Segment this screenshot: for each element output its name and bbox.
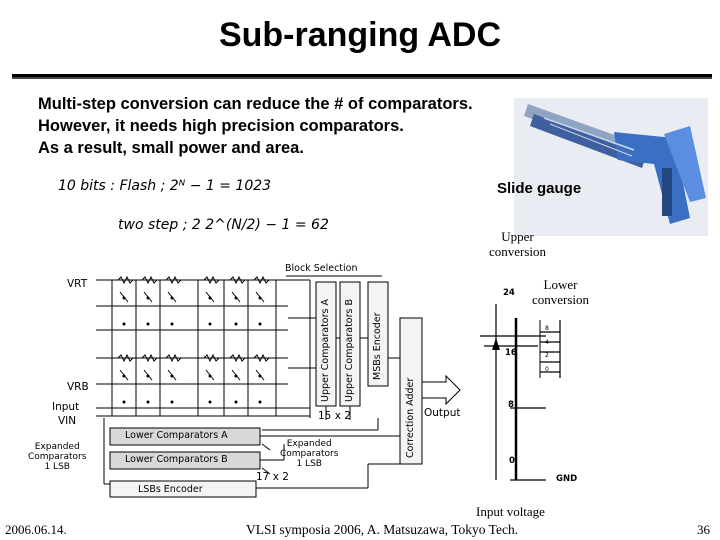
level-8: 8 [508,400,514,410]
block-selection-label: Block Selection [285,263,358,274]
input-voltage-label: Input voltage [476,504,545,519]
upper-comparators-a-label: Upper Comparators A [320,299,331,402]
upper-count-label: 15 x 2 [318,410,351,422]
level-16: 16 [505,348,517,358]
vrb-label: VRB [67,381,89,393]
output-label: Output [424,407,461,419]
two-step-equation: two step ; 2 2^(N/2) − 1 = 62 [118,217,329,233]
bullet-line-1: Multi-step conversion can reduce the # o… [38,95,473,113]
footer-venue: VLSI symposia 2006, A. Matsuzawa, Tokyo … [246,522,519,537]
title-divider [12,74,712,77]
vin-label: VIN [58,415,77,427]
photo-caption: Slide gauge [497,180,582,197]
level-24: 24 [503,288,515,298]
fine-tick-4: 4 [545,339,549,346]
upper-comparators-b-label: Upper Comparators B [344,299,355,402]
gnd-label: GND [556,474,578,484]
slide-gauge-image [514,98,708,236]
flash-equation: 10 bits : Flash ; 2ᴺ − 1 = 1023 [58,178,272,194]
page-title: Sub-ranging ADC [218,16,502,54]
footer-date: 2006.06.14. [5,522,67,537]
conversion-level-diagram [480,304,561,481]
input-label: Input [52,401,80,413]
fine-tick-8: 8 [545,325,549,332]
lower-count-label: 17 x 2 [256,471,289,483]
bullet-line-3: As a result, small power and area. [38,139,304,157]
subranging-circuit [96,275,461,498]
lower-comparators-b-label: Lower Comparators B [125,454,228,465]
lower-comparators-a-label: Lower Comparators A [125,430,228,441]
level-0: 0 [509,456,515,466]
page-number: 36 [697,522,710,537]
fine-tick-2: 2 [545,352,549,359]
bullet-line-2: However, it needs high precision compara… [38,117,404,135]
fine-tick-0: 0 [545,366,549,373]
lsbs-encoder-label: LSBs Encoder [138,484,203,495]
msbs-encoder-label: MSBs Encoder [372,312,383,380]
vrt-label: VRT [67,278,88,290]
correction-adder-label: Correction Adder [405,377,416,458]
